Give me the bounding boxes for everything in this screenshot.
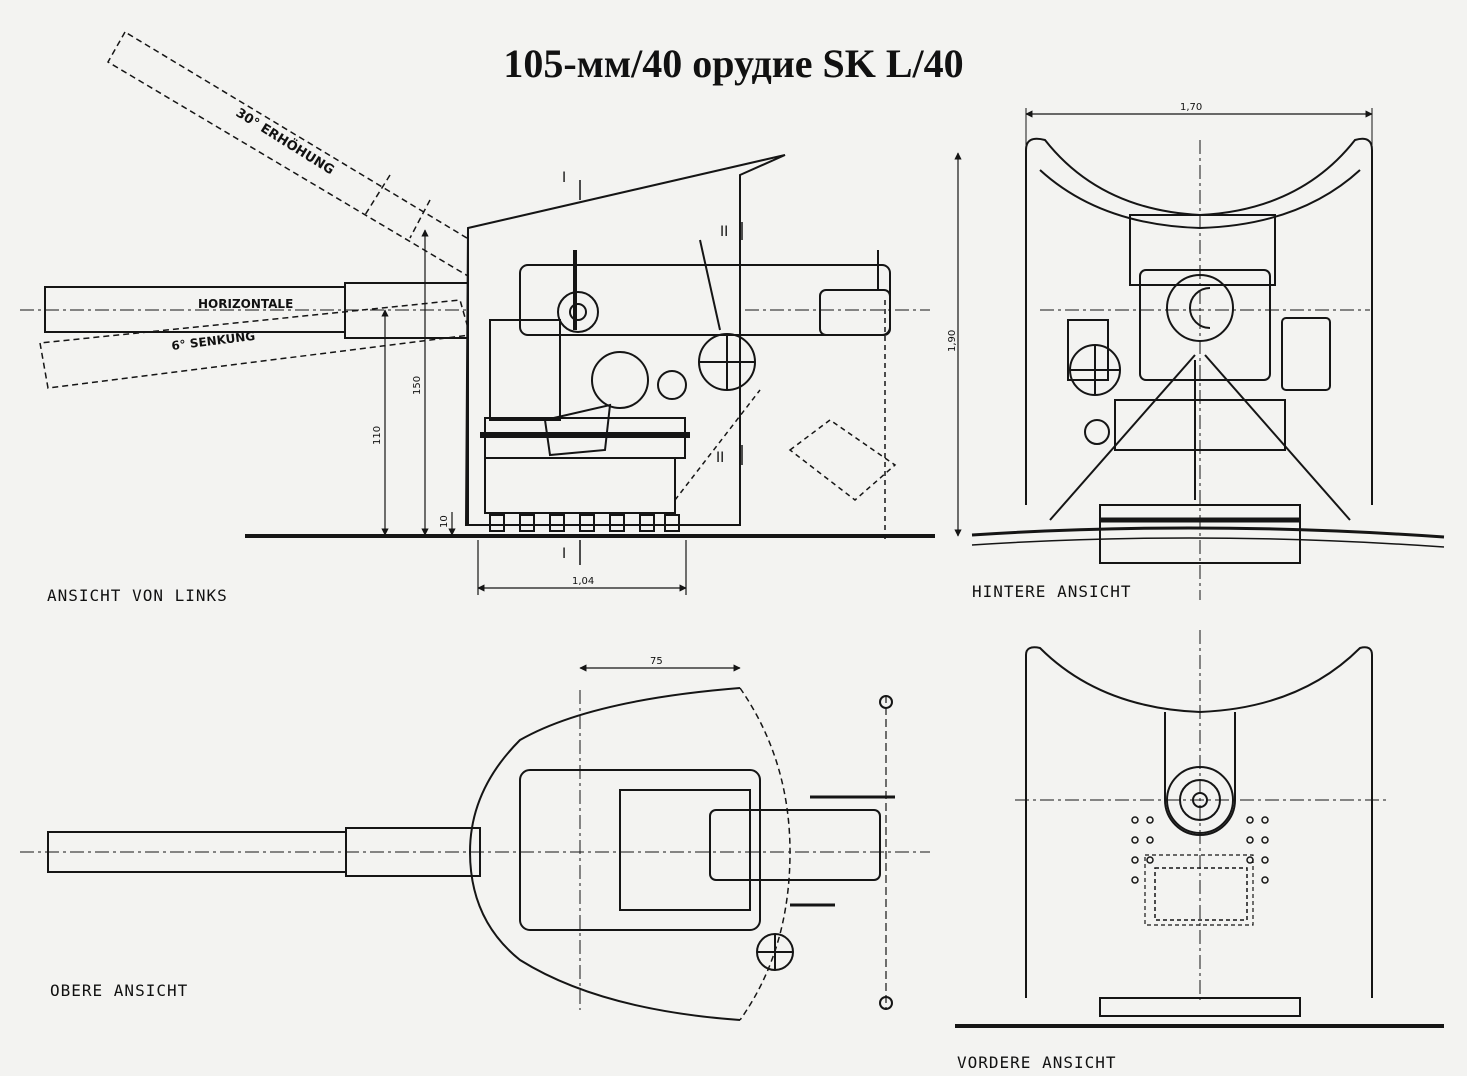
caption-top-view: OBERE ANSICHT <box>50 981 189 1000</box>
dim-190: 1,90 <box>947 330 958 352</box>
base-bolts <box>489 514 680 532</box>
dim-110: 110 <box>372 426 383 445</box>
depressed-barrel-ghost <box>39 299 471 389</box>
front-bolts <box>1131 816 1269 884</box>
section-II-top: II <box>720 224 728 240</box>
gun-mount-side <box>480 239 897 540</box>
section-II-bottom: II <box>716 450 724 466</box>
dim-75: 75 <box>650 656 663 667</box>
rear-view <box>954 108 1445 600</box>
dim-170: 1,70 <box>1180 102 1202 113</box>
top-view <box>20 664 930 1021</box>
elevated-barrel-ghost <box>106 30 521 300</box>
front-view <box>955 630 1444 1028</box>
horizontal-label: HORIZONTALE <box>198 297 293 311</box>
dim-104: 1,04 <box>572 576 594 587</box>
section-I-bottom: I <box>562 546 566 562</box>
section-I-top: I <box>562 170 566 186</box>
caption-rear-view: HINTERE ANSICHT <box>972 582 1132 601</box>
dim-10: 10 <box>439 515 450 528</box>
caption-left-view: ANSICHT VON LINKS <box>47 586 228 605</box>
caption-front-view: VORDERE ANSICHT <box>957 1053 1117 1072</box>
left-side-view <box>20 30 935 595</box>
gun-shield-side <box>464 154 786 526</box>
dim-150: 150 <box>412 376 423 395</box>
drawing-title: 105-мм/40 орудие SK L/40 <box>503 41 964 86</box>
